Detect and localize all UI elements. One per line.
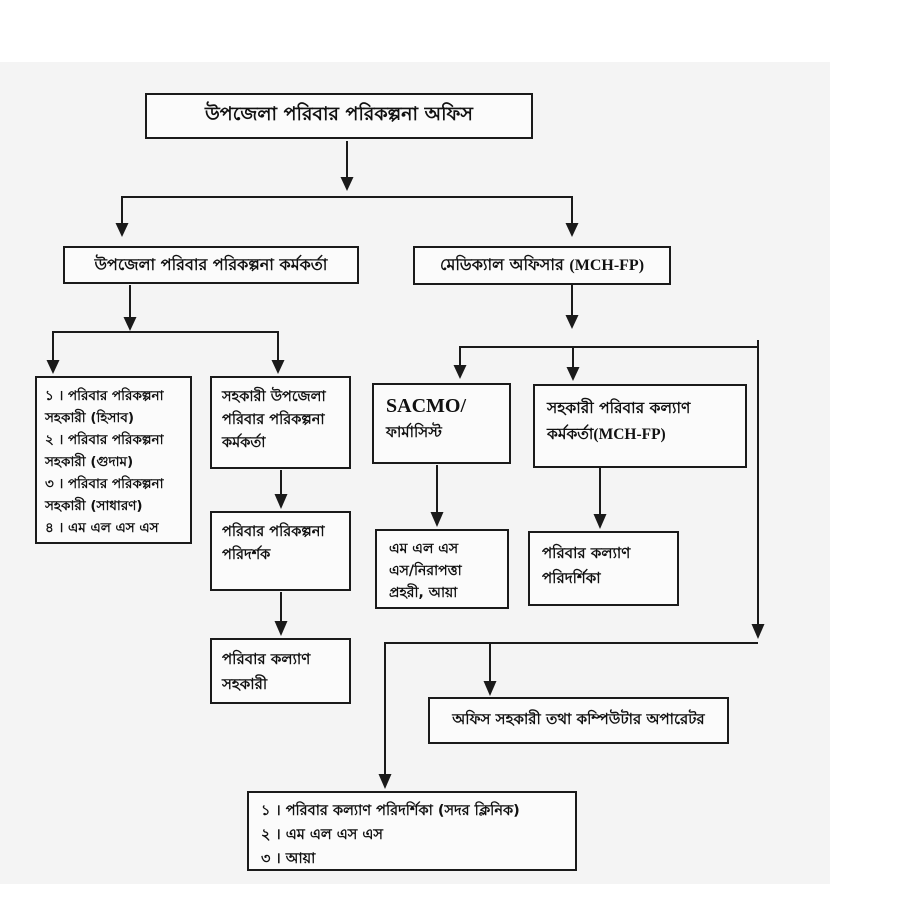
node-label-line: SACMO/ <box>386 395 466 417</box>
node-label-line: পরিবার পরিকল্পনা <box>222 412 325 428</box>
node-label-line: পরিদর্শিকা <box>542 569 601 587</box>
node-family-welfare-visitor: পরিবার কল্যাণ পরিদর্শিকা <box>528 531 679 606</box>
node-office-assistant-computer-operator: অফিস সহকারী তথা কম্পিউটার অপারেটর <box>428 697 729 744</box>
list-line: ২ । এম এল এস এস <box>261 827 383 843</box>
node-assistant-family-welfare-officer-mch-fp: সহকারী পরিবার কল্যাণ কর্মকর্তা(MCH-FP) <box>533 384 747 468</box>
list-line: ৩ । পরিবার পরিকল্পনা <box>45 476 164 492</box>
node-family-planning-inspector: পরিবার পরিকল্পনা পরিদর্শক <box>210 511 351 591</box>
list-line: ১ । পরিবার কল্যাণ পরিদর্শিকা (সদর ক্লিনি… <box>261 803 520 819</box>
node-upazila-family-planning-officer: উপজেলা পরিবার পরিকল্পনা কর্মকর্তা <box>63 246 359 284</box>
list-line: ৪ । এম এল এস এস <box>45 520 159 536</box>
node-label: মেডিক্যাল অফিসার (MCH-FP) <box>439 255 645 274</box>
node-label-line: সহকারী <box>222 675 268 693</box>
node-label-line: পরিদর্শক <box>222 547 271 563</box>
node-medical-officer-mch-fp: মেডিক্যাল অফিসার (MCH-FP) <box>413 246 671 285</box>
node-label: উপজেলা পরিবার পরিকল্পনা কর্মকর্তা <box>94 254 328 274</box>
node-label-line: এম এল এস <box>389 541 459 557</box>
node-label-line: কর্মকর্তা <box>222 435 266 451</box>
list-line: সহকারী (সাধারণ) <box>45 498 143 514</box>
node-label-line: কর্মকর্তা(MCH-FP) <box>547 425 666 443</box>
node-label-line: প্রহরী, আয়া <box>389 585 458 601</box>
node-upazila-family-planning-office: উপজেলা পরিবার পরিকল্পনা অফিস <box>145 93 533 139</box>
node-label: অফিস সহকারী তথা কম্পিউটার অপারেটর <box>452 710 705 728</box>
node-label-line: সহকারী উপজেলা <box>222 389 326 405</box>
node-label-line: পরিবার কল্যাণ <box>542 544 631 562</box>
node-label-line: পরিবার কল্যাণ <box>222 650 311 668</box>
list-line: ২ । পরিবার পরিকল্পনা <box>45 432 164 448</box>
node-label: উপজেলা পরিবার পরিকল্পনা অফিস <box>205 103 473 125</box>
node-family-welfare-assistant: পরিবার কল্যাণ সহকারী <box>210 638 351 704</box>
node-sacmo-pharmacist: SACMO/ ফার্মাসিস্ট <box>372 383 511 464</box>
node-sadar-clinic-staff-list: ১ । পরিবার কল্যাণ পরিদর্শিকা (সদর ক্লিনি… <box>247 791 577 871</box>
list-line: সহকারী (গুদাম) <box>45 454 134 470</box>
node-label-line: ফার্মাসিস্ট <box>386 423 442 441</box>
node-label-line: সহকারী পরিবার কল্যাণ <box>547 399 691 417</box>
node-mlss-security-guard-aya: এম এল এস এস/নিরাপত্তা প্রহরী, আয়া <box>375 529 509 609</box>
node-fp-assistants-list: ১ । পরিবার পরিকল্পনা সহকারী (হিসাব) ২ । … <box>35 376 192 544</box>
list-line: সহকারী (হিসাব) <box>45 410 134 426</box>
list-line: ১ । পরিবার পরিকল্পনা <box>45 388 164 404</box>
node-assistant-upazila-fp-officer: সহকারী উপজেলা পরিবার পরিকল্পনা কর্মকর্তা <box>210 376 351 469</box>
node-label-line: এস/নিরাপত্তা <box>389 563 462 579</box>
node-label-line: পরিবার পরিকল্পনা <box>222 524 325 540</box>
list-line: ৩ । আয়া <box>261 851 316 867</box>
